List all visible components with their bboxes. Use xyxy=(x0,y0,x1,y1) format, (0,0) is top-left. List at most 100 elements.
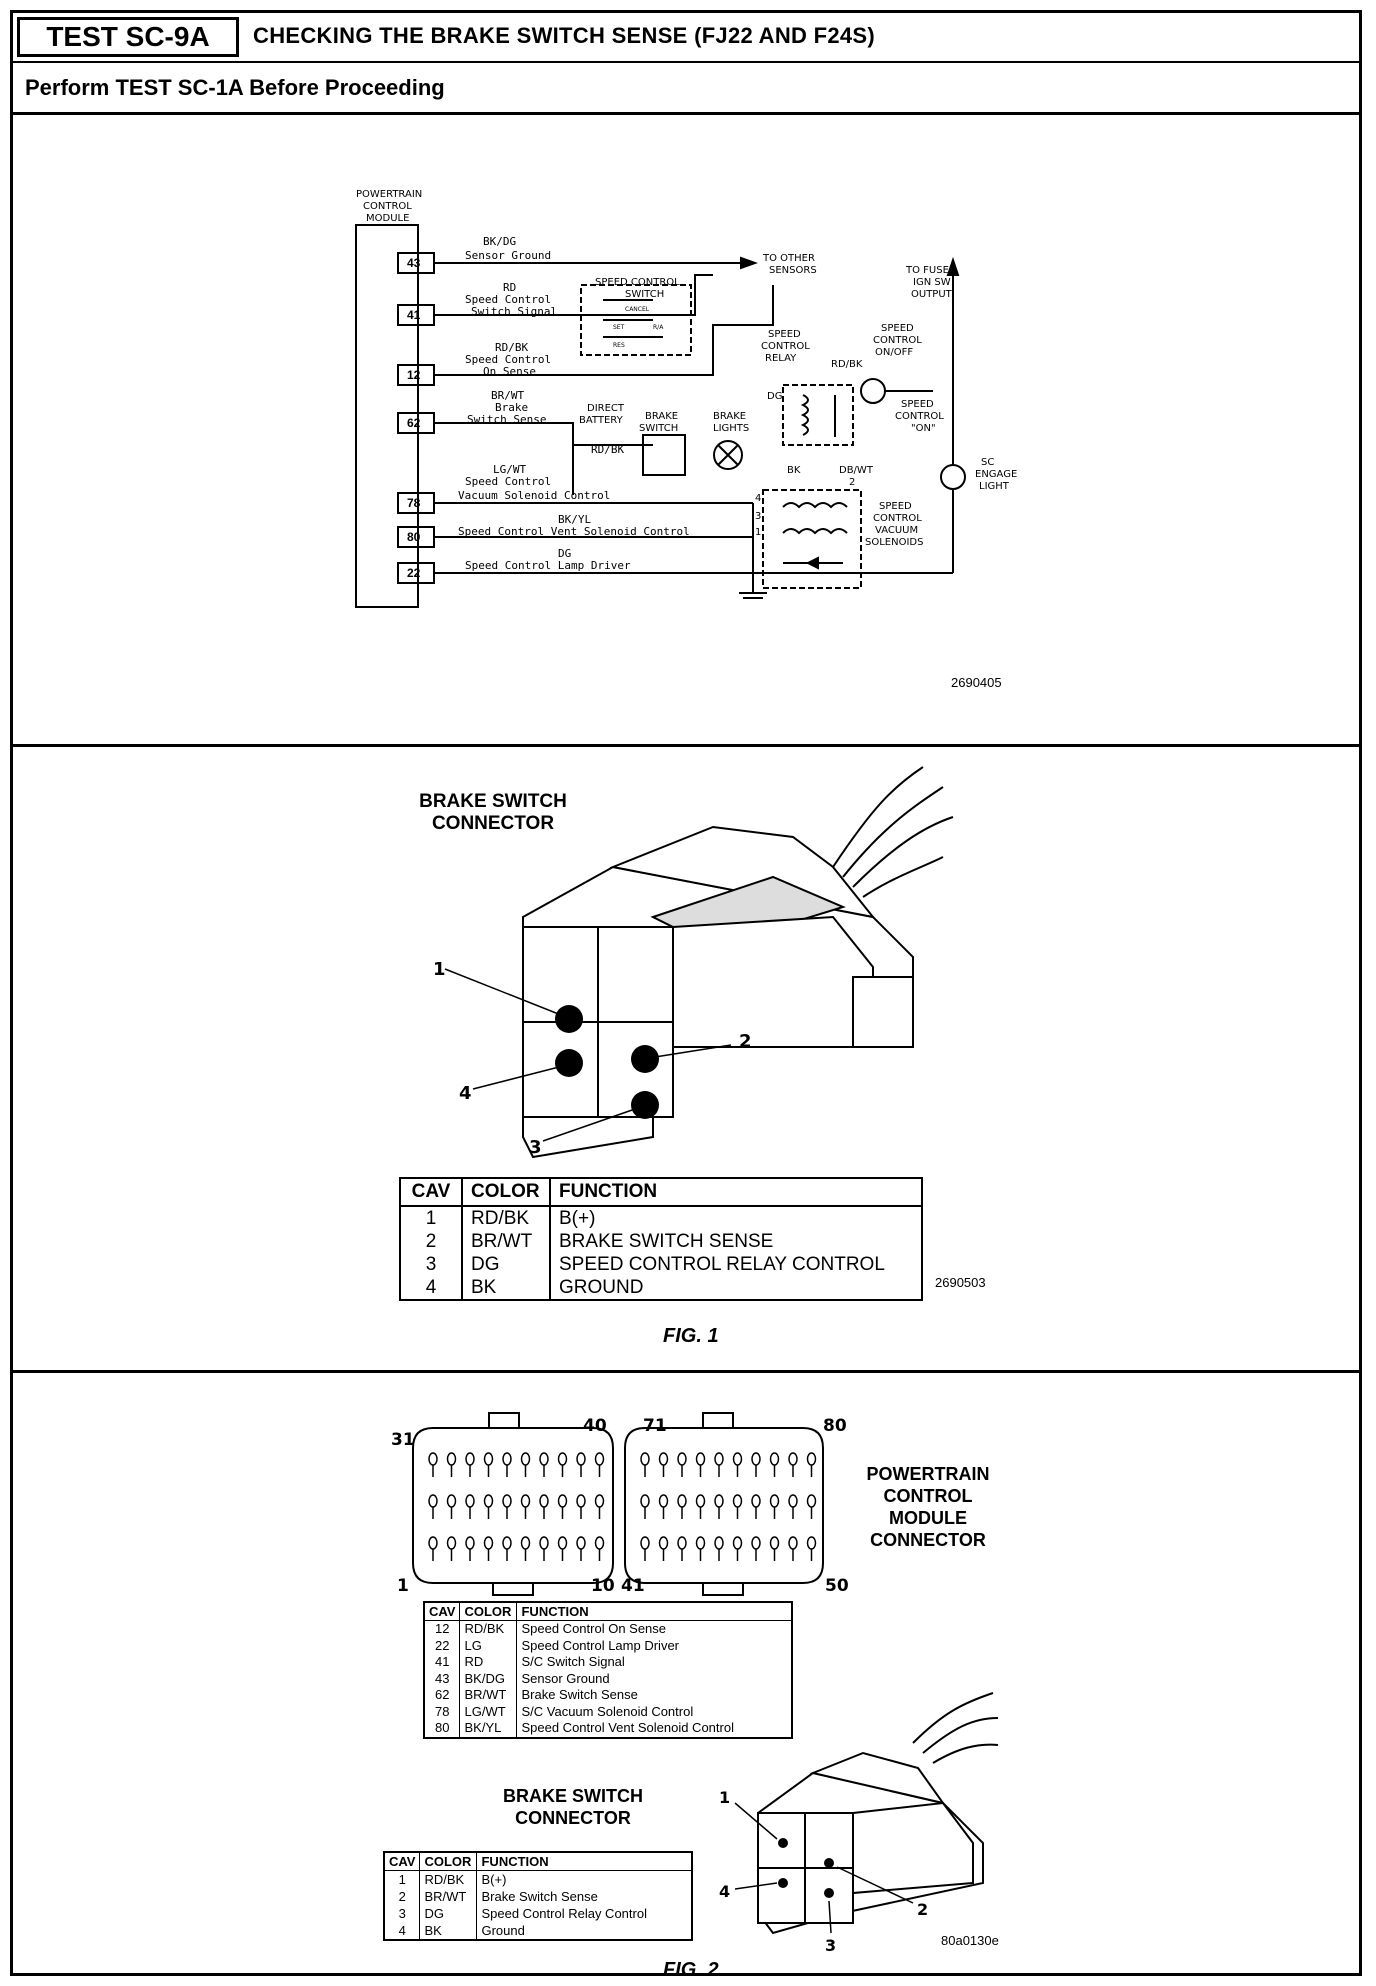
col-cav: CAV xyxy=(384,1852,421,1871)
db-wt-label: DB/WT xyxy=(839,465,874,476)
pcm-pin xyxy=(658,1494,669,1508)
fig1-title-2: CONNECTOR xyxy=(431,813,555,834)
wire-func-12a: Speed Control xyxy=(465,353,551,366)
switch-label-2: SWITCH xyxy=(625,289,664,300)
cell: S/C Switch Signal xyxy=(521,1654,625,1669)
small-callout-4: 4 xyxy=(719,1882,730,1901)
callout-1: 1 xyxy=(433,959,446,980)
cell: 12 xyxy=(424,1620,461,1638)
pcm-pin xyxy=(677,1494,687,1508)
cell: 41 xyxy=(424,1654,461,1671)
to-other-sensors-1: TO OTHER xyxy=(762,253,815,264)
pcm-pin xyxy=(677,1536,687,1550)
cell: B(+) xyxy=(559,1208,596,1229)
pcm-pin xyxy=(557,1494,568,1508)
cell: 3 xyxy=(400,1253,463,1276)
pin-label-71: 71 xyxy=(643,1416,667,1436)
cell: BK xyxy=(419,1922,478,1940)
pcm-pin xyxy=(576,1536,586,1550)
sc-on-2: CONTROL xyxy=(895,411,944,422)
pcm-pin xyxy=(465,1494,475,1508)
pcm-pin xyxy=(446,1452,457,1466)
wire-color-12: RD/BK xyxy=(495,341,528,354)
subheader: Perform TEST SC-1A Before Proceeding xyxy=(13,63,1359,115)
pcm-title-3: MODULE xyxy=(889,1508,967,1528)
cell: BK xyxy=(462,1276,551,1300)
cell: RD xyxy=(459,1654,518,1671)
wire-color-41: RD xyxy=(503,281,516,294)
cell: Speed Control Vent Solenoid Control xyxy=(521,1720,734,1735)
pcm-pin xyxy=(483,1536,494,1550)
to-fused-1: TO FUSED xyxy=(905,265,957,276)
pin-label-1: 1 xyxy=(397,1576,409,1596)
cell: Speed Control Relay Control xyxy=(481,1906,647,1921)
sol-pin-3: 3 xyxy=(755,511,761,522)
pcm-pin xyxy=(428,1536,438,1550)
cavity-2 xyxy=(631,1045,659,1073)
pcm-pin xyxy=(483,1452,494,1466)
cell: Speed Control Lamp Driver xyxy=(521,1637,680,1653)
engage-light-1: SC xyxy=(981,457,994,468)
wire-func-78a: Speed Control xyxy=(465,475,551,488)
cell: 80 xyxy=(424,1720,461,1738)
pcm-pin xyxy=(677,1452,687,1466)
pcm-pin xyxy=(788,1536,798,1550)
pin-label-31: 31 xyxy=(391,1430,415,1450)
small-callout-2: 2 xyxy=(917,1900,928,1919)
sc-on-3: "ON" xyxy=(911,423,936,434)
wire-color-43: BK/DG xyxy=(483,235,516,248)
cell: BR/WT xyxy=(419,1888,478,1905)
switch-pos-ra: R/A xyxy=(653,324,664,331)
to-fused-3: OUTPUT xyxy=(911,289,953,300)
switch-pos-res: RES xyxy=(613,342,625,349)
header: TEST SC-9A CHECKING THE BRAKE SWITCH SEN… xyxy=(13,13,1359,63)
pcm-pin xyxy=(520,1452,531,1466)
cavity-1 xyxy=(555,1005,583,1033)
fig1-panel: BRAKE SWITCH CONNECTOR xyxy=(13,747,1359,1373)
pcm-pin xyxy=(594,1536,605,1550)
pcm-pin xyxy=(640,1452,650,1466)
wire-color-62: BR/WT xyxy=(491,389,524,402)
sol-pin-4: 4 xyxy=(755,493,761,504)
pin-41: 41 xyxy=(407,308,421,322)
relay-label-3: RELAY xyxy=(765,353,797,364)
pcm-pin xyxy=(446,1494,457,1508)
pcm-pin xyxy=(502,1536,512,1550)
wire-func-62b: Switch Sense xyxy=(467,413,546,426)
pin-43: 43 xyxy=(407,256,421,270)
relay-label-2: CONTROL xyxy=(761,341,810,352)
pcm-pin xyxy=(769,1494,780,1508)
brake-switch-wire: RD/BK xyxy=(591,443,624,456)
pcm-pin xyxy=(769,1452,780,1466)
pcm-pin xyxy=(788,1452,798,1466)
cell: 78 xyxy=(424,1703,461,1720)
col-function: FUNCTION xyxy=(516,1602,792,1621)
solenoid-label-1: SPEED xyxy=(879,501,912,512)
onoff-label-1: SPEED xyxy=(881,323,914,334)
pin-label-41: 41 xyxy=(621,1576,645,1596)
small-cavity-3 xyxy=(824,1888,834,1898)
cell: Speed Control On Sense xyxy=(521,1621,667,1636)
cell: 3 xyxy=(384,1905,421,1922)
col-color: COLOR xyxy=(419,1852,478,1871)
cell: 2 xyxy=(400,1230,463,1253)
sol-pin-2: 2 xyxy=(849,477,855,488)
pin-12: 12 xyxy=(407,368,421,382)
wire-func-41b: Switch Signal xyxy=(471,305,557,318)
cell: LG/WT xyxy=(459,1703,518,1720)
col-cav: CAV xyxy=(424,1602,461,1621)
pcm-pin xyxy=(751,1494,761,1508)
wire-func-80: Speed Control Vent Solenoid Control xyxy=(458,525,690,538)
switch-pos-set: SET xyxy=(613,324,625,331)
page-frame: TEST SC-9A CHECKING THE BRAKE SWITCH SEN… xyxy=(10,10,1362,1981)
wire-func-43: Sensor Ground xyxy=(465,249,551,262)
pcm-pin xyxy=(732,1536,743,1550)
wire-func-12b: On Sense xyxy=(483,365,536,378)
schematic-code: 2690405 xyxy=(951,675,1002,690)
